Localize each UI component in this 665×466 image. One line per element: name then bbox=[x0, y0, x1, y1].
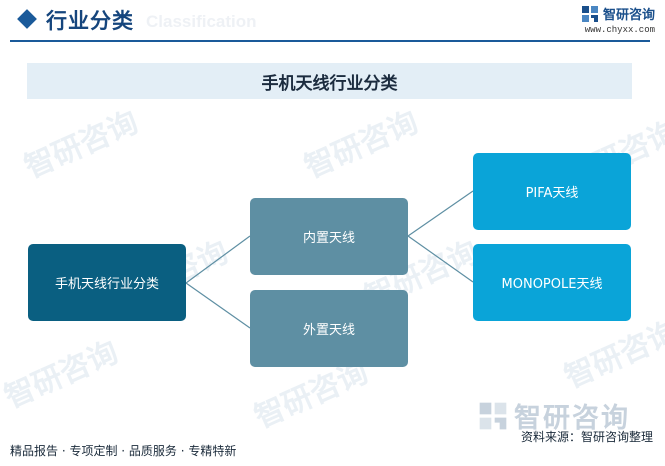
header: Classification 行业分类 智研咨询 www.chyxx.com bbox=[0, 0, 665, 46]
node-pifa-label: PIFA天线 bbox=[525, 186, 579, 201]
header-divider bbox=[10, 40, 650, 42]
connector-root-external bbox=[185, 282, 251, 329]
node-pifa-antenna: PIFA天线 bbox=[473, 153, 631, 230]
node-internal-label: 内置天线 bbox=[302, 231, 355, 246]
node-monopole-antenna: MONOPOLE天线 bbox=[473, 244, 631, 321]
footer-brand-name: 智研咨询 bbox=[514, 403, 630, 434]
node-monopole-label: MONOPOLE天线 bbox=[501, 277, 603, 292]
zhiyan-logo-icon bbox=[581, 5, 598, 22]
connector-internal-pifa bbox=[407, 190, 474, 237]
footer-brand-watermark: 智研咨询 bbox=[478, 396, 630, 435]
node-external-label: 外置天线 bbox=[302, 323, 355, 338]
header-watermark: Classification bbox=[146, 12, 257, 31]
brand-name: 智研咨询 bbox=[602, 8, 655, 23]
brand: 智研咨询 www.chyxx.com bbox=[581, 4, 655, 35]
connector-root-internal bbox=[185, 235, 251, 284]
footer-slogan: 精品报告 · 专项定制 · 品质服务 · 专精特新 bbox=[10, 444, 237, 458]
connector-internal-mono bbox=[407, 235, 474, 283]
node-external-antenna: 外置天线 bbox=[250, 290, 408, 367]
brand-url: www.chyxx.com bbox=[584, 25, 655, 35]
diagram-title-band: 手机天线行业分类 bbox=[27, 63, 632, 99]
zhiyan-logo-icon bbox=[479, 402, 507, 429]
node-root-label: 手机天线行业分类 bbox=[54, 277, 159, 292]
node-internal-antenna: 内置天线 bbox=[250, 198, 408, 275]
diagram-title: 手机天线行业分类 bbox=[261, 73, 398, 94]
page-title: 行业分类 bbox=[46, 9, 134, 33]
source-note: 资料来源：智研咨询整理 bbox=[520, 430, 653, 444]
node-root: 手机天线行业分类 bbox=[28, 244, 186, 321]
